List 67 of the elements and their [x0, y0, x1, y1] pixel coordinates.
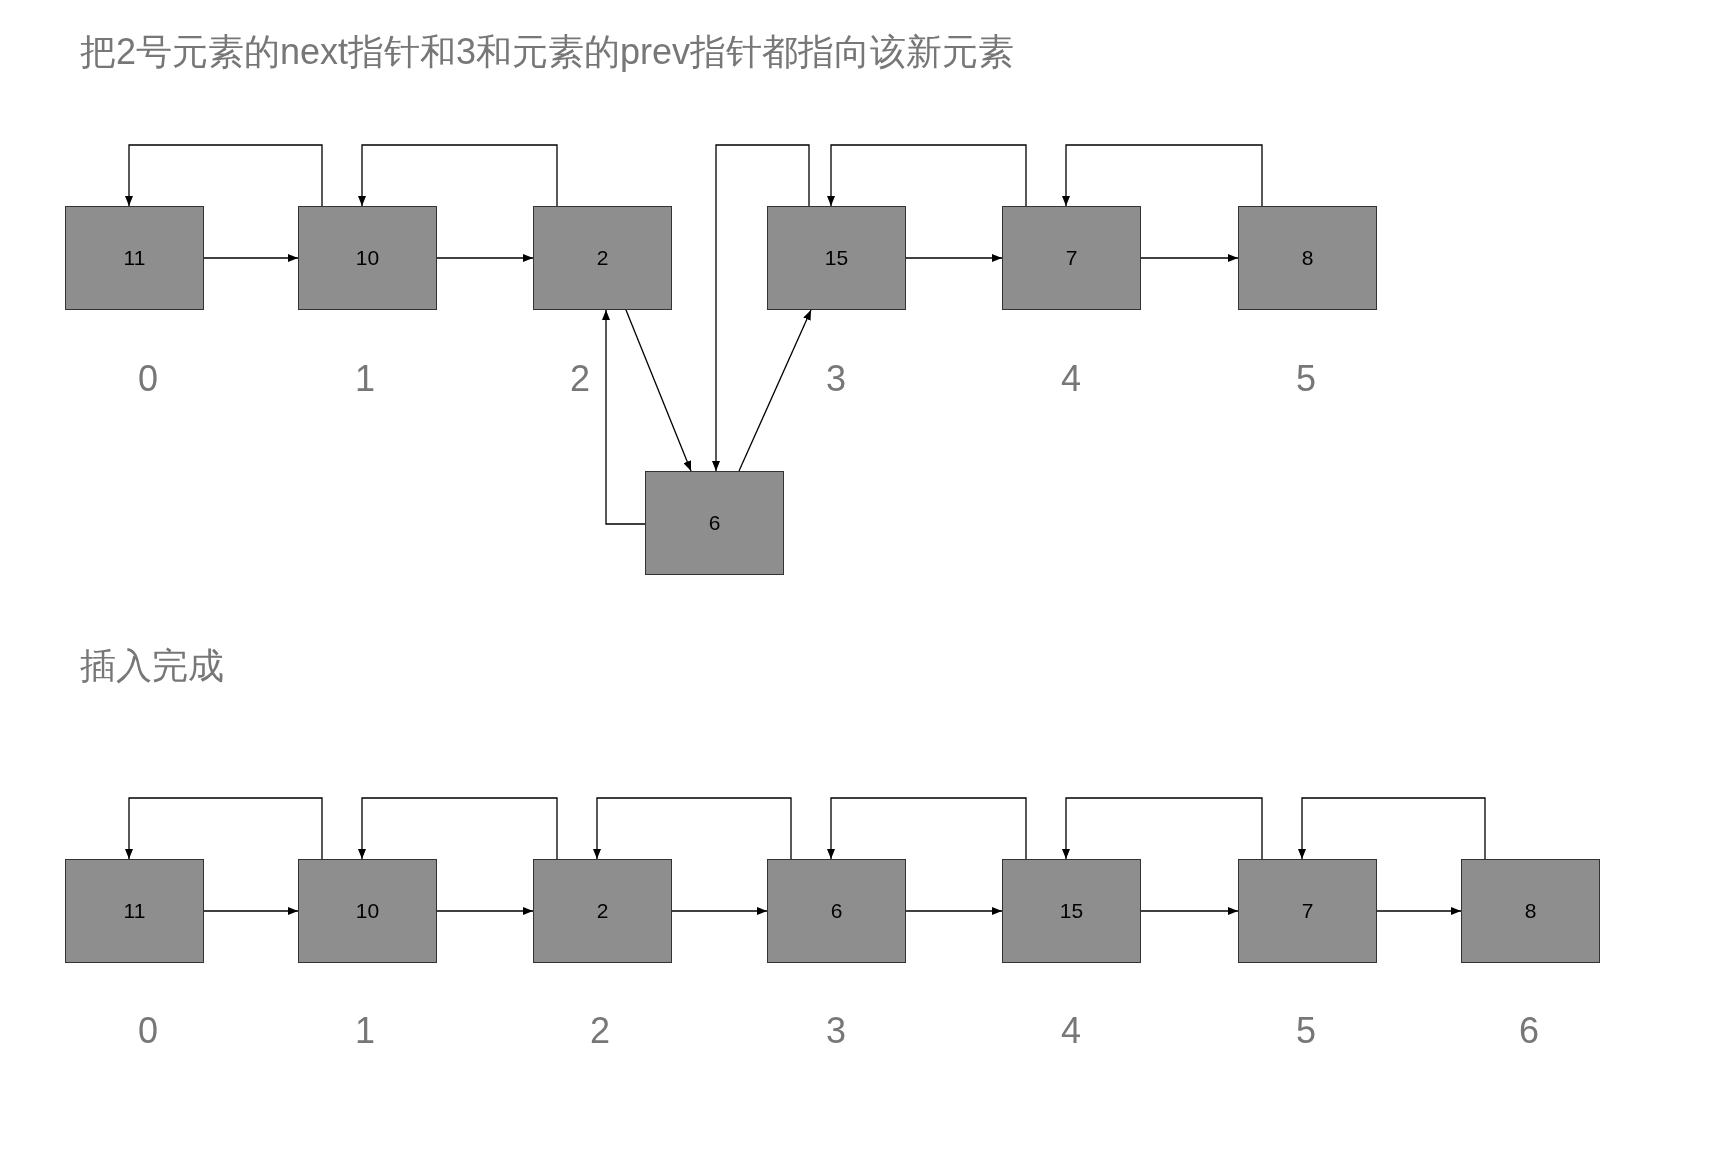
- index-number: 4: [1061, 358, 1081, 400]
- list-node-box: [533, 206, 672, 310]
- index-number: 0: [138, 1010, 158, 1052]
- index-number: 6: [1519, 1010, 1539, 1052]
- arrow: [203, 254, 299, 262]
- arrow: [905, 907, 1003, 915]
- index-number: 0: [138, 358, 158, 400]
- index-number: 2: [570, 358, 590, 400]
- list-node-box: [645, 471, 784, 575]
- node-value: 2: [596, 899, 609, 923]
- index-number: 1: [355, 1010, 375, 1052]
- arrow: [671, 907, 768, 915]
- arrow: [712, 144, 810, 472]
- arrow: [1376, 907, 1462, 915]
- arrow: [738, 309, 812, 472]
- node-value: 6: [830, 899, 843, 923]
- arrow: [358, 797, 558, 860]
- list-node-box: [1238, 206, 1377, 310]
- section-heading: 插入完成: [80, 643, 224, 688]
- node-value: 8: [1301, 246, 1314, 270]
- list-node-box: [1461, 859, 1600, 963]
- arrow: [1140, 907, 1239, 915]
- list-node-box: [1238, 859, 1377, 963]
- arrow: [602, 309, 646, 525]
- arrow: [125, 797, 323, 860]
- arrow: [827, 144, 1027, 207]
- list-node-box: [1002, 859, 1141, 963]
- list-node-box: [1002, 206, 1141, 310]
- list-node-box: [65, 206, 204, 310]
- arrow: [1298, 797, 1486, 860]
- node-value: 7: [1065, 246, 1078, 270]
- index-number: 3: [826, 358, 846, 400]
- arrow: [1062, 144, 1263, 207]
- list-node-box: [533, 859, 672, 963]
- arrow: [358, 144, 558, 207]
- node-value: 7: [1301, 899, 1314, 923]
- node-value: 10: [355, 899, 380, 923]
- node-value: 6: [708, 511, 721, 535]
- index-number: 5: [1296, 358, 1316, 400]
- node-value: 11: [123, 246, 146, 270]
- arrow: [436, 254, 534, 262]
- index-number: 1: [355, 358, 375, 400]
- index-number: 2: [590, 1010, 610, 1052]
- node-value: 10: [355, 246, 380, 270]
- index-number: 4: [1061, 1010, 1081, 1052]
- index-number: 3: [826, 1010, 846, 1052]
- list-node-box: [767, 859, 906, 963]
- arrow: [1062, 797, 1263, 860]
- node-value: 8: [1524, 899, 1537, 923]
- arrow: [625, 309, 692, 472]
- list-node-box: [65, 859, 204, 963]
- arrow: [1140, 254, 1239, 262]
- index-number: 5: [1296, 1010, 1316, 1052]
- arrow: [905, 254, 1003, 262]
- node-value: 15: [824, 246, 849, 270]
- node-value: 2: [596, 246, 609, 270]
- arrow: [436, 907, 534, 915]
- list-node-box: [767, 206, 906, 310]
- node-value: 15: [1059, 899, 1084, 923]
- node-value: 11: [123, 899, 146, 923]
- arrow: [203, 907, 299, 915]
- list-node-box: [298, 859, 437, 963]
- heading: 把2号元素的next指针和3和元素的prev指针都指向该新元素: [80, 30, 1015, 74]
- arrow: [827, 797, 1027, 860]
- list-node-box: [298, 206, 437, 310]
- arrow: [125, 144, 323, 207]
- arrow: [593, 797, 792, 860]
